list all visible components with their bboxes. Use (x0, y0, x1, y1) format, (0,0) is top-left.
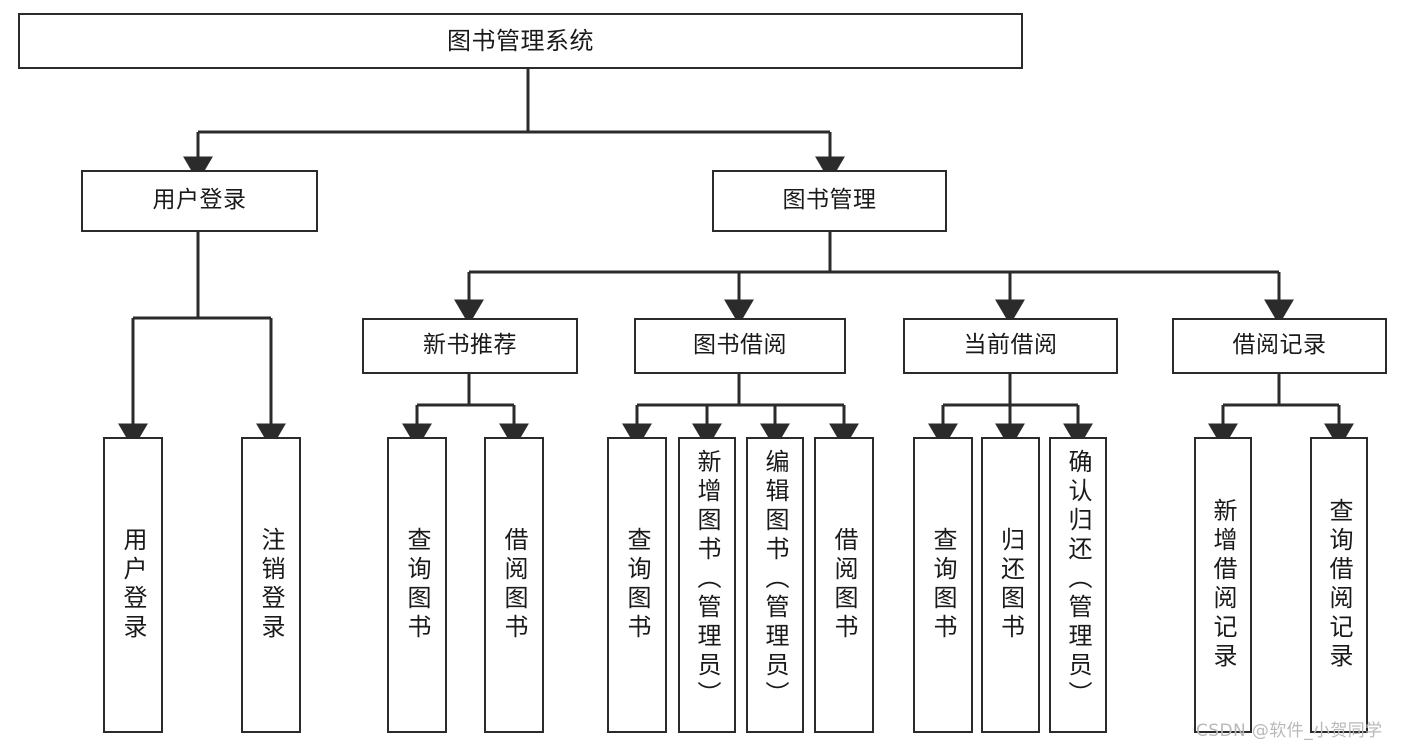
node-leaf-query-book-2[interactable]: 查询图书 (607, 437, 667, 733)
node-label: 借阅图书 (500, 527, 528, 643)
node-label: 借阅记录 (1232, 332, 1327, 359)
node-leaf-borrow-book-2[interactable]: 借阅图书 (814, 437, 874, 733)
node-new-book-recommend[interactable]: 新书推荐 (362, 318, 578, 374)
node-label: 新增借阅记录 (1209, 498, 1237, 672)
node-leaf-query-book-3[interactable]: 查询图书 (913, 437, 973, 733)
node-label: 注销登录 (257, 527, 285, 643)
node-leaf-borrow-book-1[interactable]: 借阅图书 (484, 437, 544, 733)
node-label: 查询借阅记录 (1325, 498, 1353, 672)
node-leaf-edit-book[interactable]: 编辑图书（管理员） (746, 437, 804, 733)
node-book-borrow[interactable]: 图书借阅 (634, 318, 846, 374)
node-leaf-query-record[interactable]: 查询借阅记录 (1310, 437, 1368, 733)
node-label: 查询图书 (929, 527, 957, 643)
node-leaf-query-book-1[interactable]: 查询图书 (387, 437, 447, 733)
node-label: 图书管理 (782, 187, 877, 214)
node-label: 归还图书 (996, 527, 1025, 643)
node-label: 确认归还（管理员） (1064, 449, 1092, 710)
node-leaf-add-book[interactable]: 新增图书（管理员） (678, 437, 736, 733)
node-leaf-user-login[interactable]: 用户登录 (103, 437, 163, 733)
node-label: 用户登录 (152, 187, 247, 214)
node-label: 新增图书（管理员） (693, 449, 721, 710)
node-current-borrow[interactable]: 当前借阅 (903, 318, 1118, 374)
node-label: 新书推荐 (423, 332, 517, 359)
node-user-login[interactable]: 用户登录 (81, 170, 318, 232)
node-label: 查询图书 (623, 527, 651, 643)
node-label: 图书管理系统 (447, 26, 594, 55)
node-leaf-add-record[interactable]: 新增借阅记录 (1194, 437, 1252, 733)
node-label: 用户登录 (119, 527, 147, 643)
node-borrow-record[interactable]: 借阅记录 (1172, 318, 1387, 374)
node-label: 编辑图书（管理员） (761, 449, 789, 710)
node-root-system[interactable]: 图书管理系统 (18, 13, 1023, 69)
node-label: 查询图书 (403, 527, 431, 643)
csdn-watermark: CSDN @软件_小贺同学 (1196, 721, 1383, 741)
node-label: 图书借阅 (693, 332, 787, 359)
node-label: 当前借阅 (963, 332, 1058, 359)
node-leaf-confirm-return[interactable]: 确认归还（管理员） (1049, 437, 1107, 733)
node-leaf-logout[interactable]: 注销登录 (241, 437, 301, 733)
node-leaf-return-book[interactable]: 归还图书 (981, 437, 1040, 733)
node-book-manage[interactable]: 图书管理 (712, 170, 947, 232)
node-label: 借阅图书 (830, 527, 858, 643)
